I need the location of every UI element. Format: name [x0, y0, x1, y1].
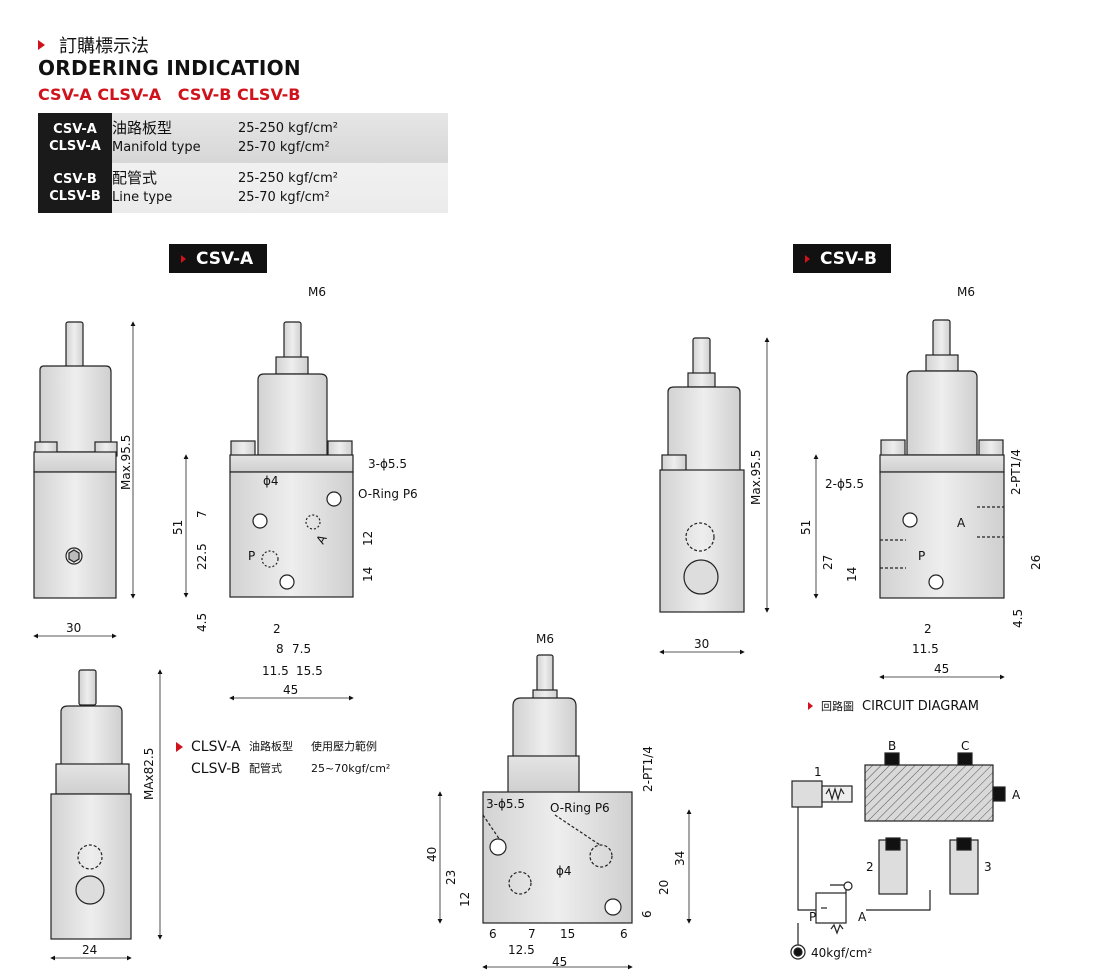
dim-d75: 7.5 — [292, 642, 311, 656]
csv-b-front-view — [879, 319, 1005, 599]
dim-w30-b: 30 — [694, 637, 709, 651]
dim-b7: 7 — [528, 927, 536, 941]
dim-oring-b: O-Ring P6 — [550, 801, 610, 815]
dim-h20: 20 — [657, 880, 671, 895]
dim-b125: 12.5 — [508, 943, 535, 957]
dim-h225: 22.5 — [195, 543, 209, 570]
dim-h51-a: 51 — [171, 520, 185, 535]
dim-w45-a: 45 — [283, 683, 298, 697]
dim-b6-a: 6 — [489, 927, 497, 941]
dim-h6: 6 — [640, 910, 654, 918]
dim-pt14-b: 2-PT1/4 — [641, 746, 655, 792]
dim-phi4-b: ϕ4 — [556, 864, 572, 878]
clsv-side-view — [50, 669, 132, 940]
dim-w45-c: 45 — [552, 955, 567, 969]
port-a-b: A — [957, 516, 966, 530]
dim-d155: 15.5 — [296, 664, 323, 678]
dim-h26: 26 — [1029, 555, 1043, 570]
circuit-port-a2: A — [858, 910, 867, 924]
dim-h51-b: 51 — [799, 520, 813, 535]
dim-h12-c: 12 — [458, 892, 472, 907]
csv-a-front-view — [229, 321, 354, 598]
circuit-port-a: A — [1012, 788, 1021, 802]
dim-m6-c: M6 — [536, 632, 554, 646]
circuit-port-c: C — [961, 739, 969, 753]
dim-oring-a: O-Ring P6 — [358, 487, 418, 501]
dim-h14-b: 14 — [845, 567, 859, 582]
dim-d115-a: 11.5 — [262, 664, 289, 678]
csv-a-side-view — [33, 321, 118, 599]
dim-h12: 12 — [361, 531, 375, 546]
dim-max955-a: Max.95.5 — [119, 435, 133, 490]
dim-w30-a: 30 — [66, 621, 81, 635]
dim-b6-b: 6 — [620, 927, 628, 941]
dim-holes3-b: 3-ϕ5.5 — [486, 797, 525, 811]
dim-holes2: 2-ϕ5.5 — [825, 477, 864, 491]
red-triangle-icon — [176, 742, 183, 752]
circuit-port-b: B — [888, 739, 896, 753]
dim-h27: 27 — [821, 555, 835, 570]
dim-h40: 40 — [425, 847, 439, 862]
heading-en: ORDERING INDICATION — [38, 56, 301, 80]
circuit-pressure: 40kgf/cm² — [811, 946, 872, 960]
red-triangle-icon — [181, 254, 186, 263]
dim-max825: MAx82.5 — [142, 748, 156, 800]
model-legend: CLSV-A 油路板型 使用壓力範例 CLSV-B 配管式 25~70kgf/c… — [176, 736, 390, 780]
circuit-label-2: 2 — [866, 860, 874, 874]
red-triangle-icon — [805, 254, 810, 263]
badge-csv-b: CSV-B — [793, 244, 891, 273]
dim-d2-a: 2 — [273, 622, 281, 636]
dim-h7: 7 — [195, 510, 209, 518]
dim-h34: 34 — [673, 851, 687, 866]
dim-h45-a: 4.5 — [195, 613, 209, 632]
dim-max955-b: Max.95.5 — [749, 450, 763, 505]
dim-b15: 15 — [560, 927, 575, 941]
dim-phi4-a: ϕ4 — [263, 474, 279, 488]
badge-csv-a: CSV-A — [169, 244, 268, 273]
model-list: CSV-A CLSV-A CSV-B CLSV-B — [38, 85, 301, 104]
dim-m6-b: M6 — [957, 285, 975, 299]
dim-d2-b: 2 — [924, 622, 932, 636]
dim-pt14-a: 2-PT1/4 — [1009, 449, 1023, 495]
dim-d115-b: 11.5 — [912, 642, 939, 656]
circuit-title: 回路圖 CIRCUIT DIAGRAM — [808, 698, 979, 714]
red-triangle-icon — [808, 702, 813, 710]
dim-m6-a: M6 — [308, 285, 326, 299]
dimension-labels: M6 M6 M6 Max.95.5 Max.95.5 MAx82.5 30 30… — [66, 285, 1043, 969]
circuit-label-1: 1 — [814, 765, 822, 779]
dim-holes3-a: 3-ϕ5.5 — [368, 457, 407, 471]
red-triangle-icon — [38, 40, 45, 50]
dim-d8: 8 — [276, 642, 284, 656]
dim-h23: 23 — [444, 870, 458, 885]
heading-zh-text: 訂購標示法 — [59, 36, 149, 57]
port-p-a: P — [248, 549, 255, 563]
section-heading-zh: 訂購標示法 — [38, 32, 149, 58]
dim-w45-b: 45 — [934, 662, 949, 676]
circuit-diagram — [790, 752, 1006, 960]
circuit-label-3: 3 — [984, 860, 992, 874]
dim-h45-b: 4.5 — [1011, 609, 1025, 628]
csv-a-mid-side-view — [659, 337, 745, 613]
port-p-b: P — [918, 549, 925, 563]
clsv-a-front-view — [482, 654, 633, 924]
circuit-port-p: P — [809, 910, 816, 924]
dim-h14-a: 14 — [361, 567, 375, 582]
dim-w24: 24 — [82, 943, 97, 957]
